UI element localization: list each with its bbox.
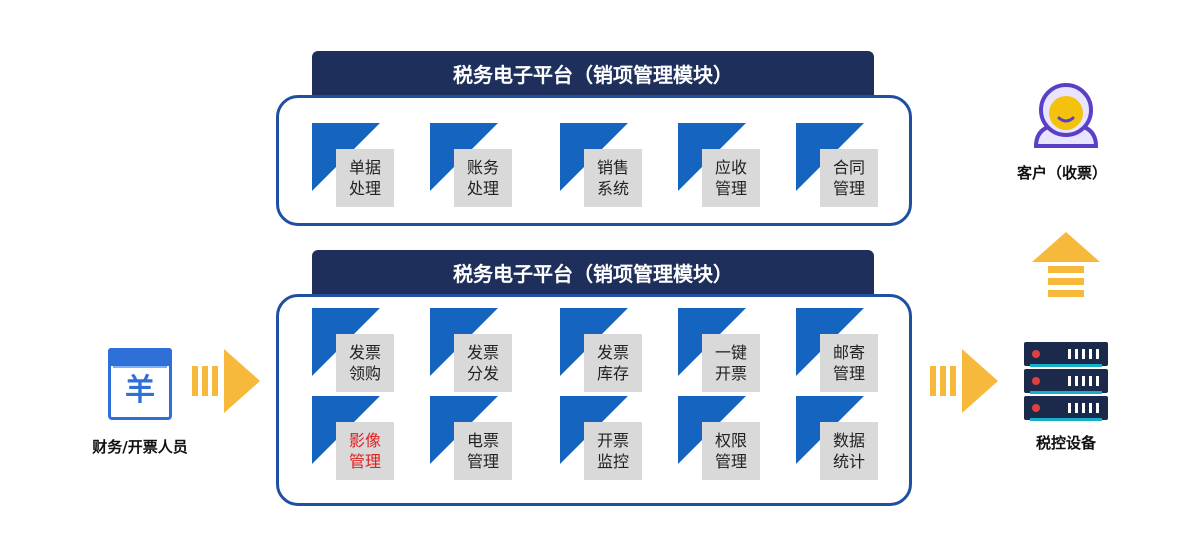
top-panel-title-text: 税务电子平台（销项管理模块） [453,62,733,87]
module-label-line2: 开票 [714,364,747,383]
module-data-statistics: 数据 统计 [796,396,878,486]
arrow-up-icon [1032,232,1100,297]
module-card: 电票 管理 [454,422,512,480]
module-label-line2: 统计 [832,452,865,471]
arrow-right-icon [930,349,998,413]
staff-label: 财务/开票人员 [92,438,188,456]
module-mailing: 邮寄 管理 [796,308,878,398]
module-label-line1: 权限 [714,431,747,450]
customer-label: 客户（收票） [1016,164,1107,182]
module-label-line1: 开票 [596,431,629,450]
module-label-line2: 分发 [466,364,499,383]
bottom-panel-title-text: 税务电子平台（销项管理模块） [453,261,733,286]
module-card: 发票 分发 [454,334,512,392]
module-label-line2: 处理 [466,179,499,198]
module-label-line2: 管理 [348,452,381,471]
module-label-line1: 账务 [466,158,499,177]
module-card: 数据 统计 [820,422,878,480]
yang-glyph: 羊 [125,373,155,408]
module-bill-processing: 单据 处理 [312,123,394,213]
module-invoice-purchase: 发票 领购 [312,308,394,398]
module-label-line2: 管理 [832,364,865,383]
module-label-line2: 管理 [832,179,865,198]
module-label-line1: 销售 [596,158,629,177]
module-permissions: 权限 管理 [678,396,760,486]
module-card: 权限 管理 [702,422,760,480]
device-label: 税控设备 [1035,434,1096,452]
module-label-line1: 发票 [596,343,629,362]
module-invoice-distribution: 发票 分发 [430,308,512,398]
module-card: 单据 处理 [336,149,394,207]
module-label-line2: 领购 [348,364,381,383]
module-label-line1: 应收 [714,158,747,177]
module-label-line1: 发票 [348,343,381,362]
module-image-management: 影像 管理 [312,396,394,486]
module-card: 账务 处理 [454,149,512,207]
invoice-document-icon: 羊 [108,348,172,420]
module-card: 一键 开票 [702,334,760,392]
module-card: 开票 监控 [584,422,642,480]
module-card: 合同 管理 [820,149,878,207]
module-invoice-monitoring: 开票 监控 [560,396,642,486]
module-receivables: 应收 管理 [678,123,760,213]
module-label-line1: 影像 [348,431,381,450]
module-label-line1: 一键 [714,343,747,362]
module-card: 影像 管理 [336,422,394,480]
module-card: 销售 系统 [584,149,642,207]
module-e-invoice: 电票 管理 [430,396,512,486]
module-label-line2: 管理 [714,179,747,198]
module-invoice-inventory: 发票 库存 [560,308,642,398]
module-card: 应收 管理 [702,149,760,207]
module-label-line2: 管理 [714,452,747,471]
module-label-line2: 管理 [466,452,499,471]
server-icon [1024,342,1108,421]
arrow-right-icon [192,349,260,413]
module-accounting: 账务 处理 [430,123,512,213]
module-contract: 合同 管理 [796,123,878,213]
module-label-line2: 处理 [348,179,381,198]
module-label-line1: 电票 [466,431,499,450]
top-panel-title: 税务电子平台（销项管理模块） [312,51,874,95]
module-label-line2: 库存 [596,364,629,383]
module-label-line1: 邮寄 [832,343,865,362]
module-sales-system: 销售 系统 [560,123,642,213]
module-one-click-invoice: 一键 开票 [678,308,760,398]
module-label-line1: 合同 [832,158,865,177]
module-label-line1: 数据 [832,431,865,450]
module-label-line1: 单据 [348,158,381,177]
module-label-line2: 系统 [596,179,629,198]
bottom-panel-title: 税务电子平台（销项管理模块） [312,250,874,294]
module-card: 邮寄 管理 [820,334,878,392]
module-card: 发票 领购 [336,334,394,392]
module-label-line1: 发票 [466,343,499,362]
customer-avatar-icon [1033,83,1099,148]
module-card: 发票 库存 [584,334,642,392]
module-label-line2: 监控 [596,452,629,471]
